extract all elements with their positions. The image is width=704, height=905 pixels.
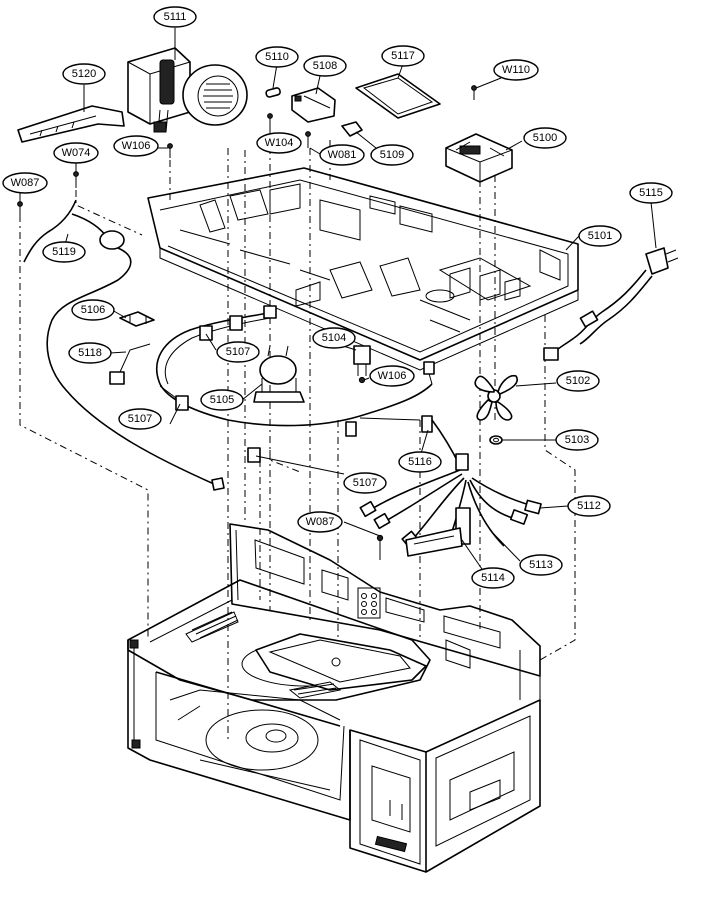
callout-label: W087 bbox=[11, 177, 40, 189]
callout-label: W087 bbox=[306, 516, 335, 528]
callout-5102: 5102 bbox=[556, 370, 600, 392]
callout-5107-a: 5107 bbox=[216, 341, 260, 363]
top-small-parts bbox=[17, 73, 477, 218]
callout-W074: W074 bbox=[53, 142, 99, 164]
callout-W087-left: W087 bbox=[2, 172, 48, 194]
callout-label: 5114 bbox=[481, 572, 505, 584]
callout-label: 5107 bbox=[226, 346, 250, 358]
callout-label: 5105 bbox=[210, 394, 234, 406]
callout-label: 5101 bbox=[588, 230, 612, 242]
callout-label: 5109 bbox=[380, 149, 404, 161]
callout-5116: 5116 bbox=[398, 451, 442, 473]
callout-label: 5116 bbox=[408, 456, 432, 468]
left-wiring-harness bbox=[23, 199, 435, 491]
blower-fan-assembly bbox=[127, 47, 248, 133]
fan-blade-assembly bbox=[474, 374, 518, 445]
callout-5113: 5113 bbox=[519, 554, 563, 576]
callout-5103: 5103 bbox=[555, 429, 599, 451]
callout-5101: 5101 bbox=[578, 225, 622, 247]
callout-label: W074 bbox=[62, 147, 91, 159]
callout-label: 5100 bbox=[533, 132, 557, 144]
callout-5100: 5100 bbox=[523, 127, 567, 149]
callout-5115: 5115 bbox=[629, 182, 673, 204]
callout-label: 5108 bbox=[313, 60, 337, 72]
callout-label: 5106 bbox=[81, 304, 105, 316]
power-cord bbox=[543, 247, 679, 361]
callout-label: W110 bbox=[502, 64, 530, 76]
callout-5111: 5111 bbox=[153, 6, 197, 28]
callout-W081: W081 bbox=[319, 144, 365, 166]
callout-5105: 5105 bbox=[200, 389, 244, 411]
callout-label: 5113 bbox=[529, 559, 553, 571]
callout-5106: 5106 bbox=[71, 299, 115, 321]
callout-label: 5118 bbox=[78, 347, 102, 359]
callout-5117: 5117 bbox=[381, 45, 425, 67]
callout-5114: 5114 bbox=[471, 567, 515, 589]
callout-label: W081 bbox=[328, 149, 357, 161]
callout-label: 5119 bbox=[52, 246, 76, 258]
callout-label: 5107 bbox=[353, 477, 377, 489]
callout-5107-b: 5107 bbox=[118, 408, 162, 430]
callout-5119: 5119 bbox=[42, 241, 86, 263]
callout-label: W106 bbox=[122, 140, 151, 152]
duct-strip bbox=[17, 105, 125, 143]
callout-label: W104 bbox=[265, 137, 294, 149]
callout-5104: 5104 bbox=[312, 327, 356, 349]
callout-label: 5104 bbox=[322, 332, 346, 344]
callout-label: 5120 bbox=[72, 68, 96, 80]
callout-label: 5112 bbox=[577, 500, 601, 512]
callout-5110: 5110 bbox=[255, 46, 299, 68]
callout-W106-mid: W106 bbox=[369, 365, 415, 387]
callout-W087-mid: W087 bbox=[297, 511, 343, 533]
callout-W104: W104 bbox=[256, 132, 302, 154]
callout-label: 5102 bbox=[566, 375, 590, 387]
transformer-block bbox=[445, 133, 513, 183]
callout-label: 5103 bbox=[565, 434, 589, 446]
callout-label: 5107 bbox=[128, 413, 152, 425]
callout-5118: 5118 bbox=[68, 342, 112, 364]
right-wiring-harness bbox=[359, 419, 542, 560]
callout-label: 5117 bbox=[391, 50, 415, 62]
callout-label: 5115 bbox=[639, 187, 663, 199]
callout-5107-c: 5107 bbox=[343, 472, 387, 494]
callout-label: 5110 bbox=[265, 51, 289, 63]
oven-cavity-chassis bbox=[127, 523, 541, 873]
callout-5108: 5108 bbox=[303, 55, 347, 77]
callout-label: W106 bbox=[378, 370, 407, 382]
callout-5109: 5109 bbox=[370, 144, 414, 166]
callout-5112: 5112 bbox=[567, 495, 611, 517]
callout-W106-top: W106 bbox=[113, 135, 159, 157]
upper-chassis-tray bbox=[147, 167, 579, 371]
callout-5120: 5120 bbox=[62, 63, 106, 85]
callout-W110: W110 bbox=[493, 59, 539, 81]
callout-label: 5111 bbox=[164, 11, 187, 23]
